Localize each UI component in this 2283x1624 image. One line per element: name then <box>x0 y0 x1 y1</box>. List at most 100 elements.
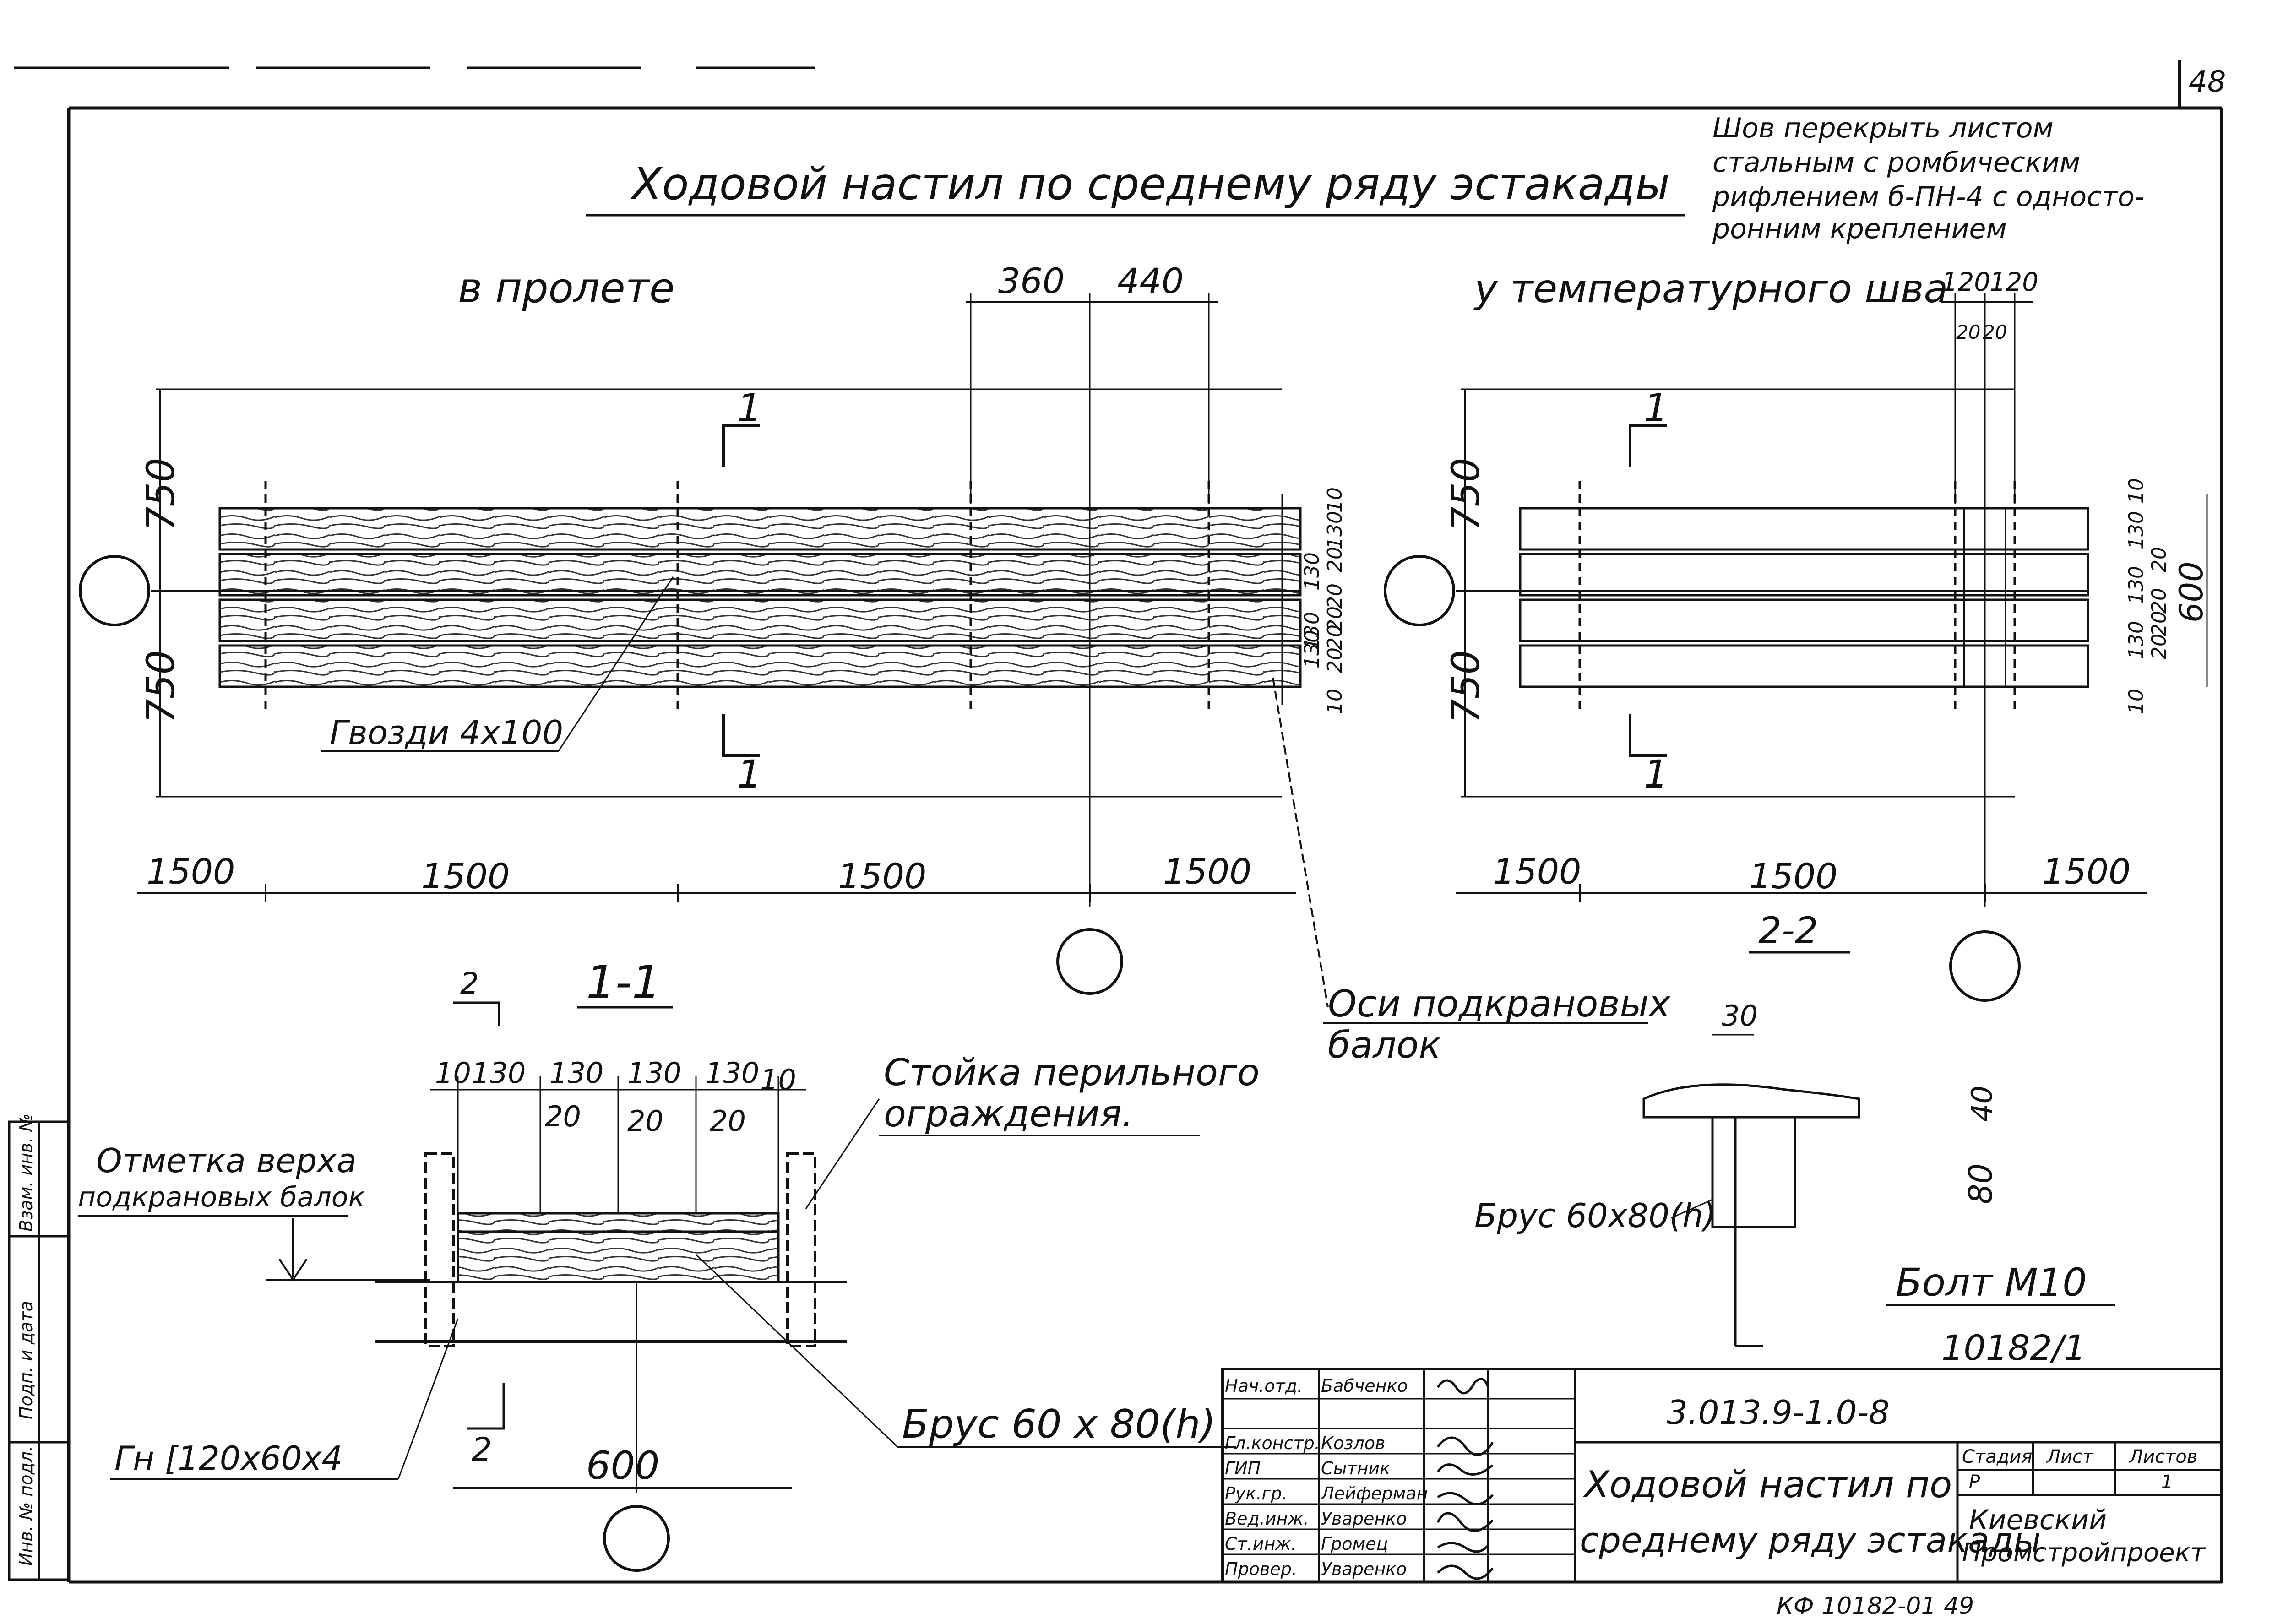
label-channel: Гн [120х60х4 <box>114 1439 342 1477</box>
view-span-title: в пролете <box>458 264 674 312</box>
section-1-1: 1-1 2 10 130 130 130 130 10 20 20 20 <box>78 956 1671 1572</box>
view-joint: у температурного шва 750 750 120 120 20 … <box>1384 266 2210 1002</box>
note-line-4: ронним креплением <box>1712 213 2007 245</box>
joint-dim-right-h: 20 <box>2147 634 2171 659</box>
dim-right-g: 130 <box>1300 630 1324 668</box>
deck-board <box>1519 644 2089 688</box>
joint-dim-right-b: 130 <box>2125 511 2148 549</box>
sec-dim-1: 10 <box>435 1056 471 1090</box>
joint-dim-right-i: 10 <box>2125 689 2148 714</box>
name-4: Уваренко <box>1321 1509 1407 1529</box>
section-1-1-title: 1-1 <box>586 956 661 1009</box>
dim-bottom-1: 1500 <box>147 851 235 892</box>
label-axes-2: балок <box>1328 1024 1441 1066</box>
beam-2-2 <box>1711 1116 1796 1228</box>
note-block: Шов перекрыть листом стальным с ромбичес… <box>1712 112 2144 245</box>
dim-ticks <box>1579 884 1986 902</box>
section-dim-lines <box>430 1076 806 1213</box>
span-supports <box>264 481 1210 714</box>
dim-right-c: 20 <box>1323 547 1347 572</box>
leader-line <box>558 576 674 751</box>
col-header-stage: Стадия <box>1962 1446 2032 1467</box>
left-strip-text-1: Инв. № подл. <box>16 1446 36 1566</box>
dim-bottom-4: 1500 <box>1163 851 1251 892</box>
drawing-title-1: Ходовой настил по <box>1582 1463 1952 1506</box>
deck-board <box>218 598 1302 642</box>
role-5: Ст.инж. <box>1225 1534 1297 1554</box>
organization-2: Промстройпроект <box>1962 1538 2206 1568</box>
axis-bubble <box>1056 928 1123 995</box>
left-strip <box>8 1120 70 1581</box>
stamp-bottom: КФ 10182-01 49 <box>1777 1592 1974 1620</box>
left-strip-text-3: Взам. инв. № <box>16 1113 36 1232</box>
sec-dim-3: 130 <box>549 1056 603 1090</box>
leader-line <box>805 1098 880 1209</box>
joint-dim-bottom-3: 1500 <box>2042 851 2131 892</box>
section-2-2-title: 2-2 <box>1758 909 1818 952</box>
sec-gap-3: 20 <box>710 1104 746 1138</box>
label-beam-2-2: Брус 60х80(h) <box>1474 1196 1716 1235</box>
archive-number: 10182/1 <box>1941 1327 2086 1368</box>
col-header-sheet: Лист <box>2046 1446 2094 1467</box>
dim-bottom-3: 1500 <box>838 856 926 896</box>
role-1: Гл.констр. <box>1225 1433 1320 1453</box>
joint-dim-left-2: 750 <box>1443 650 1488 723</box>
name-6: Уваренко <box>1321 1559 1407 1579</box>
axis-bubble <box>1949 930 2021 1002</box>
joint-supports <box>1578 481 2016 714</box>
role-6: Провер. <box>1225 1559 1297 1579</box>
axis-bubble <box>1384 555 1455 626</box>
dim-right-j: 130 <box>1300 612 1324 650</box>
doc-code: 3.013.9-1.0-8 <box>1667 1393 1890 1432</box>
name-3: Лейферман <box>1320 1483 1428 1504</box>
section-mark-small: 2 <box>460 967 479 1001</box>
role-3: Рук.гр. <box>1225 1483 1288 1504</box>
title-block <box>1221 1368 2223 1583</box>
signature-scribbles <box>1436 1378 1494 1580</box>
label-bolt: Болт М10 <box>1896 1260 2087 1305</box>
sec-gap-1: 20 <box>545 1100 581 1133</box>
joint-dim-right-d: 130 <box>2125 566 2148 604</box>
dim-bottom-2: 1500 <box>421 856 510 896</box>
note-line-1: Шов перекрыть листом <box>1712 112 2054 144</box>
sec-dim-4: 130 <box>627 1056 681 1090</box>
dim-80: 80 <box>1962 1163 2000 1204</box>
section-2-2: 2-2 30 40 80 Брус 60х80(h) Болт М10 <box>1474 909 2115 1347</box>
railing-post-left <box>424 1152 455 1347</box>
railing-post-right <box>786 1152 816 1347</box>
section-mark-label-bottom: 1 <box>737 752 761 797</box>
dim-top-2: 440 <box>1117 261 1184 301</box>
joint-dim-right-a: 10 <box>2125 478 2148 504</box>
joint-dim-right-g: 130 <box>2125 621 2148 659</box>
section-mark-label-top: 1 <box>737 386 761 430</box>
leader-line <box>397 1318 459 1479</box>
plate-outline <box>1642 1083 1860 1119</box>
name-1: Козлов <box>1321 1433 1385 1453</box>
axis-bubble <box>603 1505 670 1572</box>
dim-right-i: 20 <box>1323 647 1347 673</box>
leader-line <box>1671 1199 1713 1219</box>
joint-section-label-bottom: 1 <box>1644 752 1668 797</box>
role-0: Нач.отд. <box>1225 1376 1303 1396</box>
nails-label: Гвозди 4х100 <box>330 713 563 752</box>
dim-right-a: 10 <box>1323 487 1347 513</box>
deck-board <box>218 644 1302 688</box>
leader-line <box>695 1254 898 1448</box>
dim-30: 30 <box>1722 999 1758 1032</box>
page-number: 48 <box>2189 65 2226 99</box>
label-axes-1: Оси подкрановых <box>1328 983 1671 1025</box>
note-line-3: рифлением б-ПН-4 с односто- <box>1712 181 2144 213</box>
label-post-2: ограждения. <box>884 1092 1133 1135</box>
section-mark-joint <box>1629 424 1667 757</box>
beam-top <box>457 1212 780 1233</box>
joint-dim-right-c: 20 <box>2147 547 2171 572</box>
sec-dim-2: 130 <box>472 1056 526 1090</box>
label-post-1: Стойка перильного <box>884 1051 1260 1094</box>
deck-board <box>1519 507 2089 551</box>
name-5: Громец <box>1321 1534 1388 1554</box>
deck-board <box>218 507 1302 551</box>
sec-dim-bottom: 600 <box>586 1443 659 1488</box>
span-right-dims: 10 130 20 130 20 20 130 20 20 130 10 <box>1281 487 1347 714</box>
joint-section-label-top: 1 <box>1644 386 1668 430</box>
dim-left-2: 750 <box>138 650 183 723</box>
